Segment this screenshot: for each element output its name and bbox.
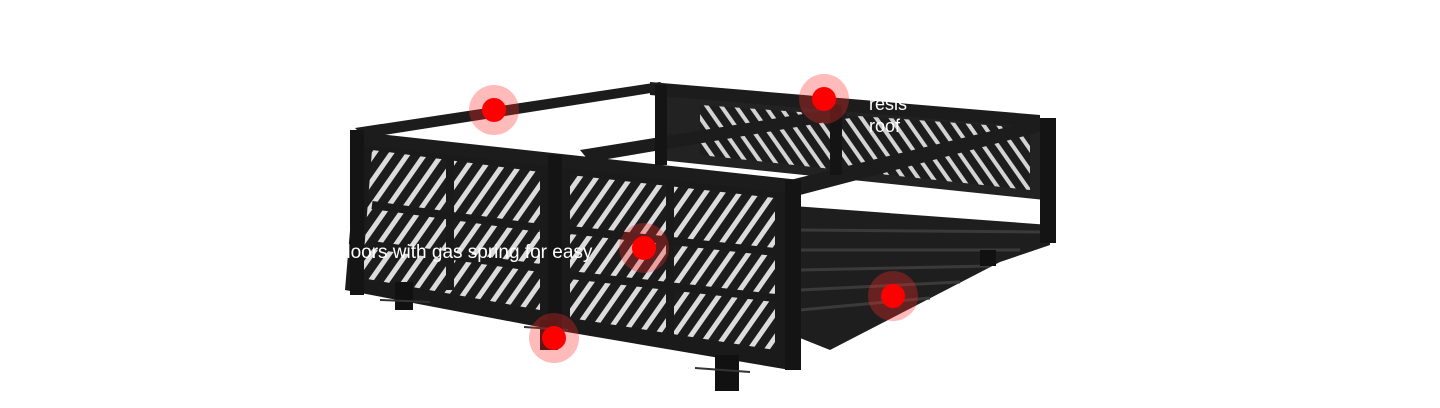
- tooltip-doors-text: doors with gas spring for easy: [340, 242, 593, 263]
- hotspot-dot: [881, 284, 905, 308]
- hotspot-floor[interactable]: [868, 271, 918, 321]
- hotspot-dot: [542, 326, 566, 350]
- hotspot-dot: [482, 98, 506, 122]
- hotspot-bottom-bracket[interactable]: [529, 313, 579, 363]
- hotspot-top-left[interactable]: [469, 85, 519, 135]
- hotspot-dot: [812, 87, 836, 111]
- hotspot-dot: [632, 236, 656, 260]
- hotspot-side-panel[interactable]: [619, 223, 669, 273]
- hotspot-top-right[interactable]: [799, 74, 849, 124]
- tooltip-roof-text: resis roof: [869, 94, 913, 136]
